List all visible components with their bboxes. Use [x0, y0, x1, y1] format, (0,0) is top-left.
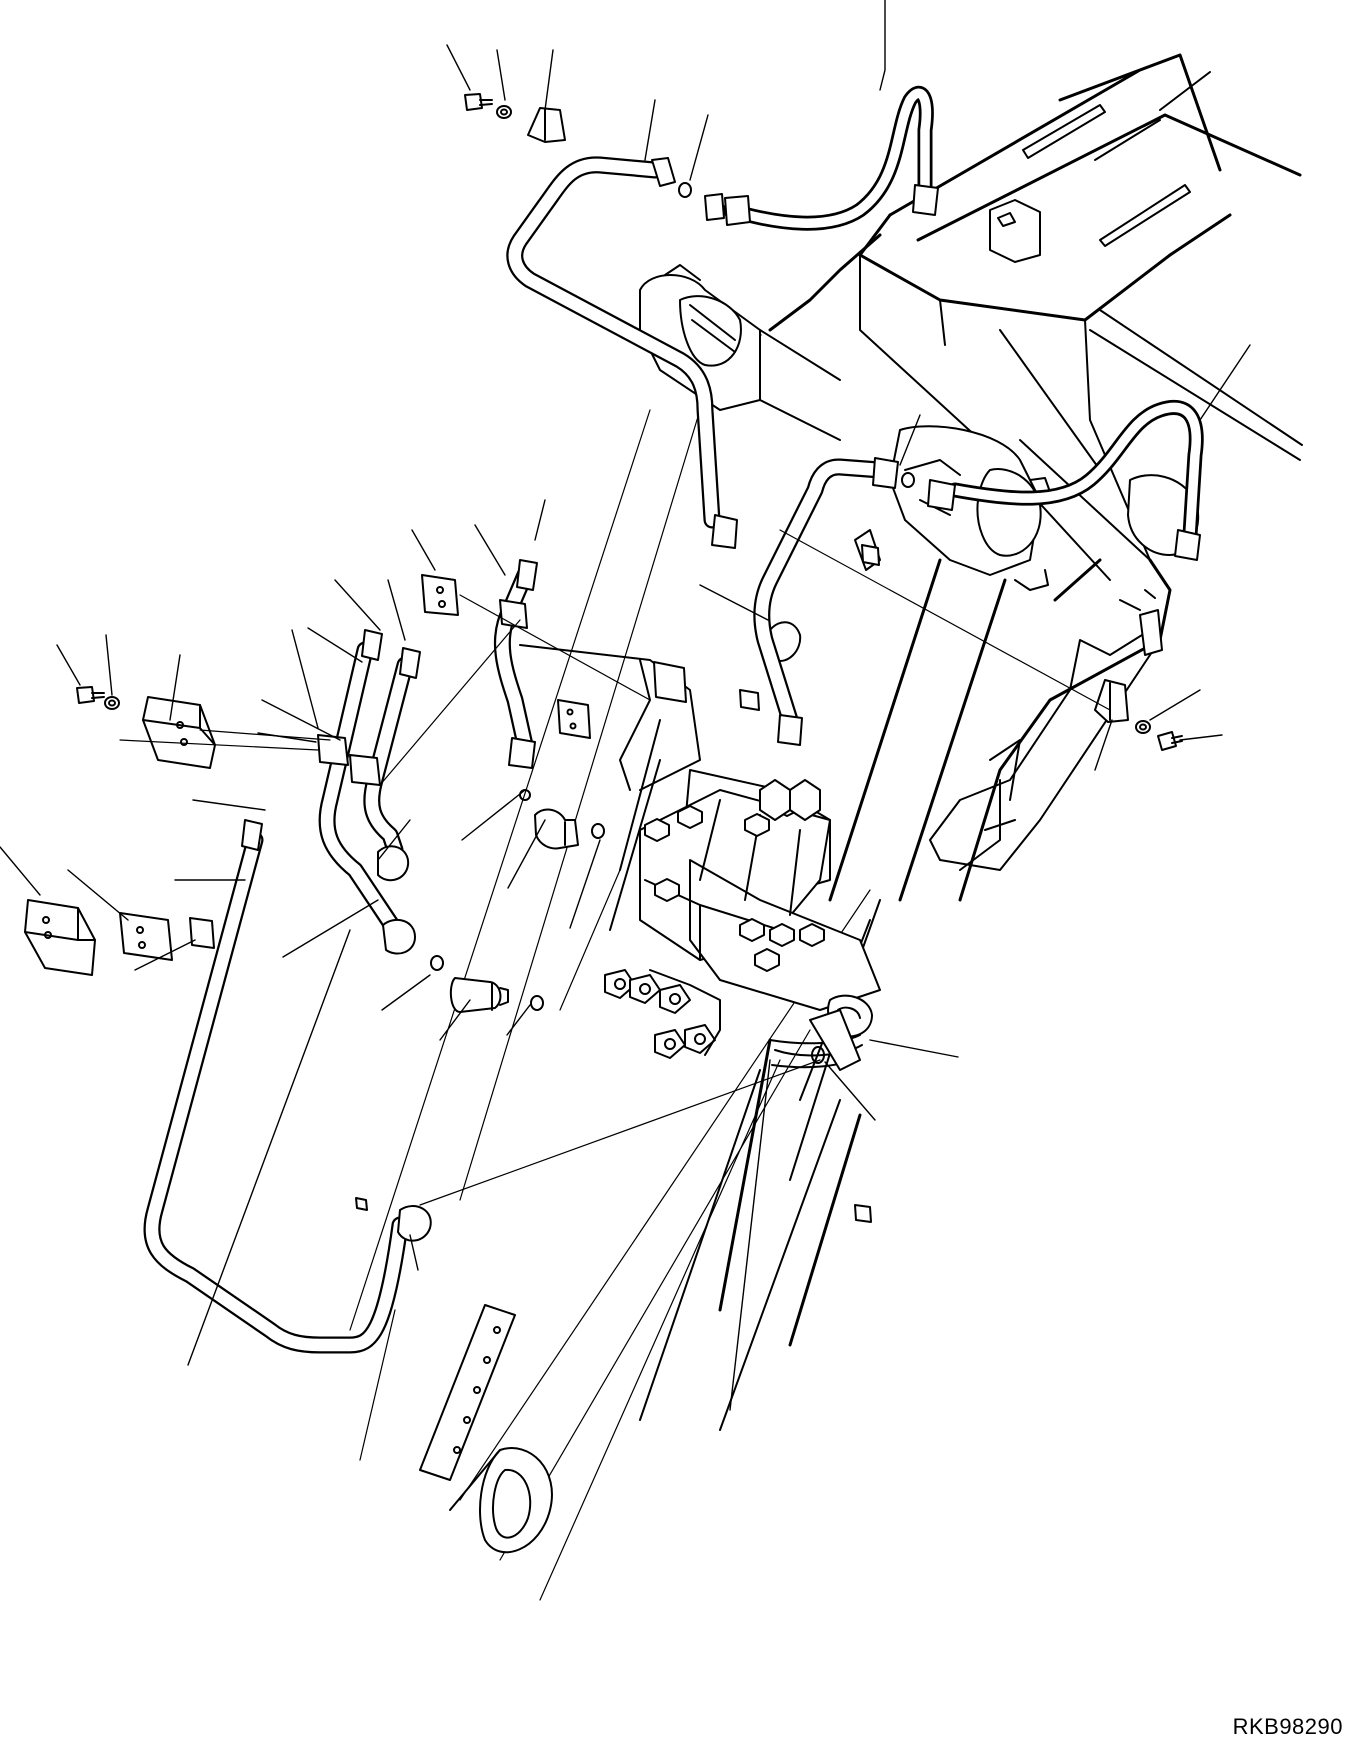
control-valve-icon — [604, 769, 881, 1071]
clamp-block-icon — [24, 544, 880, 1211]
washer-icon — [104, 105, 1151, 734]
hydraulic-hose-icon — [722, 85, 1204, 543]
bolt-icon — [76, 93, 1183, 751]
o-ring-icon — [430, 182, 915, 1011]
hydraulic-tube-icon — [143, 156, 889, 1354]
elbow-fitting-icon — [449, 808, 579, 1013]
drawing-code-label: RKB98290 — [1232, 1714, 1343, 1739]
bracket-icon — [527, 107, 1129, 1223]
callout-leaders — [0, 0, 1251, 1411]
fittings — [241, 157, 1201, 1242]
